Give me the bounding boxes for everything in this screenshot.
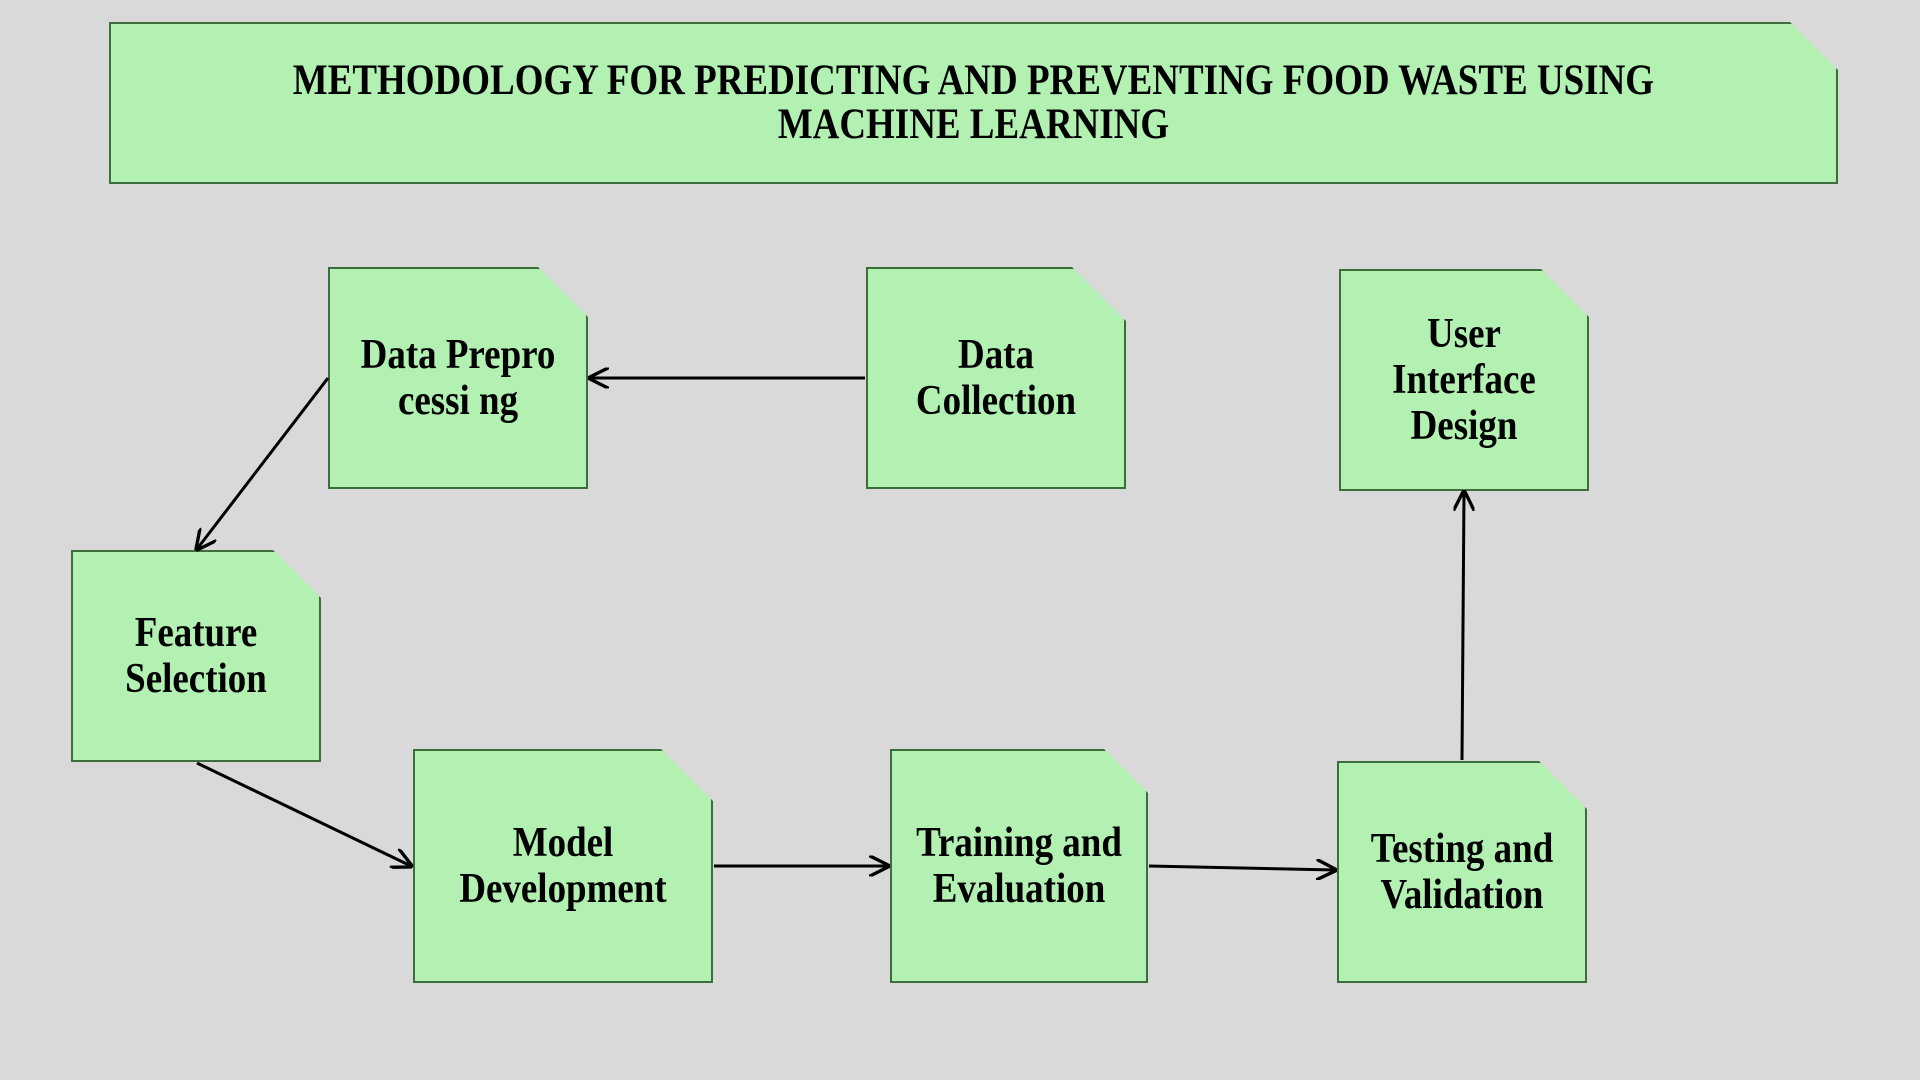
node-label: Data Preprocessi ng bbox=[360, 332, 556, 424]
node-label: Testing and Validation bbox=[1370, 826, 1554, 918]
title-fold-corner bbox=[1790, 22, 1838, 70]
fold-corner bbox=[538, 267, 588, 317]
arrow-testing-to-ui bbox=[1462, 492, 1464, 761]
node-user-interface-design: User Interface Design bbox=[1339, 269, 1589, 491]
title-banner: METHODOLOGY FOR PREDICTING AND PREVENTIN… bbox=[109, 22, 1838, 184]
node-data-preprocessing: Data Preprocessi ng bbox=[328, 267, 588, 489]
arrow-training-to-testing bbox=[1148, 866, 1335, 870]
node-training-evaluation: Training and Evaluation bbox=[890, 749, 1148, 983]
fold-corner bbox=[1072, 267, 1126, 321]
fold-corner bbox=[273, 550, 321, 598]
arrow-preprocessing-to-feature bbox=[197, 377, 330, 549]
node-label: Data Collection bbox=[915, 332, 1077, 424]
node-testing-validation: Testing and Validation bbox=[1337, 761, 1587, 983]
node-model-development: Model Development bbox=[413, 749, 713, 983]
fold-corner bbox=[1104, 749, 1148, 793]
node-label: Training and Evaluation bbox=[916, 820, 1122, 912]
fold-corner bbox=[1539, 761, 1587, 809]
node-label: Feature Selection bbox=[125, 610, 267, 702]
fold-corner bbox=[1541, 269, 1589, 317]
fold-corner bbox=[661, 749, 713, 801]
node-label: User Interface Design bbox=[1392, 311, 1536, 449]
diagram-title: METHODOLOGY FOR PREDICTING AND PREVENTIN… bbox=[292, 57, 1655, 148]
node-label: Model Development bbox=[459, 820, 667, 912]
arrow-feature-to-model bbox=[196, 761, 411, 866]
node-data-collection: Data Collection bbox=[866, 267, 1126, 489]
